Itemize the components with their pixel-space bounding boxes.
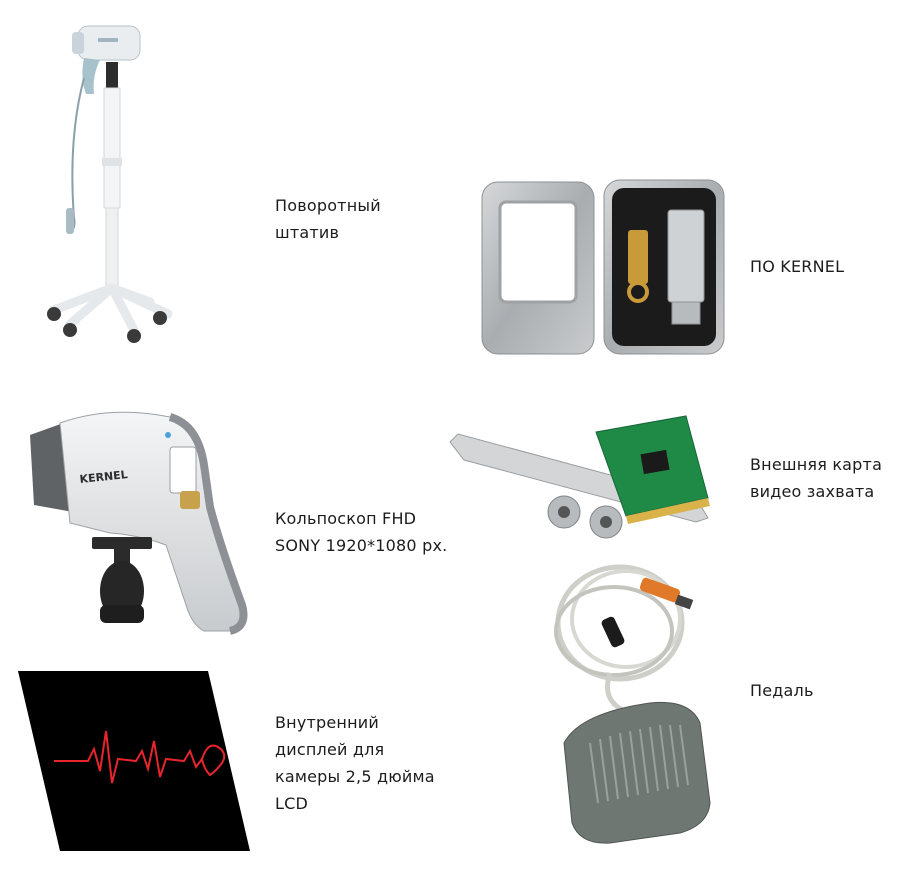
colposcope-label-line: SONY 1920*1080 px. (275, 536, 448, 555)
capture-label: Внешняя карта видео захвата (750, 451, 882, 505)
stand-image (40, 18, 180, 348)
pedal-label-line: Педаль (750, 681, 814, 700)
display-label: Внутренний дисплей для камеры 2,5 дюйма … (275, 709, 435, 817)
software-label: ПО KERNEL (750, 253, 844, 280)
display-image (18, 671, 250, 851)
display-label-line: дисплей для (275, 740, 385, 759)
kernel-logo: KERNEL (79, 468, 128, 486)
display-label-line: LCD (275, 794, 309, 813)
stand-label-line: штатив (275, 223, 340, 242)
software-image (478, 178, 728, 358)
display-label-line: камеры 2,5 дюйма (275, 767, 435, 786)
display-label-line: Внутренний (275, 713, 379, 732)
colposcope-label-line: Кольпоскоп FHD (275, 509, 417, 528)
colposcope-label: Кольпоскоп FHD SONY 1920*1080 px. (275, 505, 447, 559)
capture-label-line: Внешняя карта (750, 455, 883, 474)
capture-label-line: видео захвата (750, 482, 875, 501)
heartbeat-line (54, 730, 226, 784)
pedal-image (540, 553, 720, 848)
colposcope-image: KERNEL (20, 395, 250, 640)
stand-label-line: Поворотный (275, 196, 381, 215)
stand-label: Поворотный штатив (275, 192, 381, 246)
pedal-label: Педаль (750, 677, 814, 704)
capture-card-image (446, 412, 721, 542)
software-label-line: ПО KERNEL (750, 257, 845, 276)
